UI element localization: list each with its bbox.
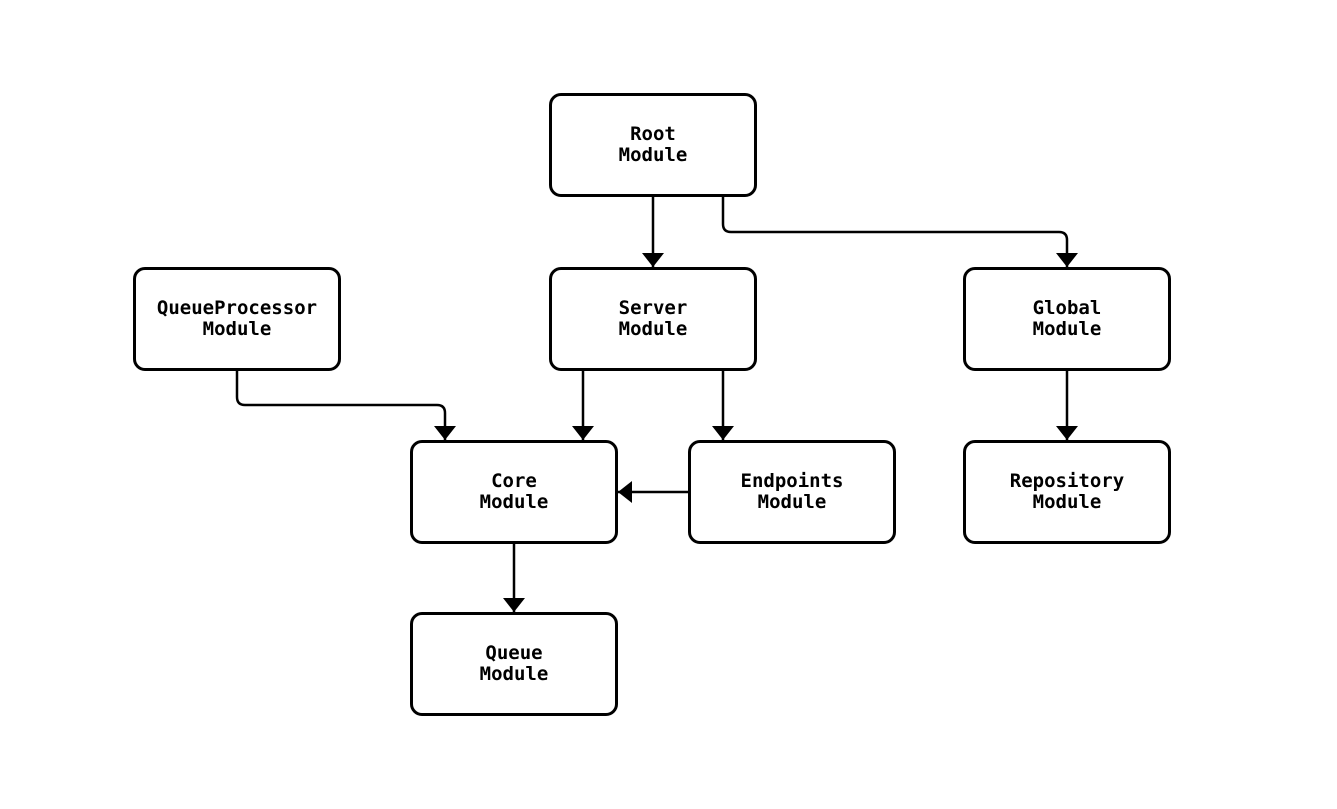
arrowhead-icon: [503, 598, 525, 612]
edge-core-to-queue: [503, 544, 525, 612]
module-node-global: Global Module: [963, 267, 1171, 371]
edge-queue-processor-to-core: [235, 371, 456, 440]
arrowhead-icon: [712, 426, 734, 440]
arrowhead-icon: [642, 253, 664, 267]
arrowhead-icon: [572, 426, 594, 440]
module-node-endpoints: Endpoints Module: [688, 440, 896, 544]
module-node-server: Server Module: [549, 267, 757, 371]
arrowhead-icon: [618, 481, 632, 503]
module-node-label-root: Root Module: [618, 123, 688, 166]
edge-root-to-global: [721, 197, 1078, 267]
module-node-queue: Queue Module: [410, 612, 618, 716]
edge-root-to-server: [642, 197, 664, 267]
module-node-root: Root Module: [549, 93, 757, 197]
edge-endpoints-to-core: [618, 481, 688, 503]
module-node-label-server: Server Module: [618, 297, 688, 340]
arrowhead-icon: [434, 426, 456, 440]
module-node-label-repository: Repository Module: [1009, 470, 1125, 513]
module-node-queue-processor: QueueProcessor Module: [133, 267, 341, 371]
module-node-label-global: Global Module: [1032, 297, 1102, 340]
arrowhead-icon: [1056, 426, 1078, 440]
edge-server-to-core: [572, 371, 594, 440]
module-node-label-endpoints: Endpoints Module: [740, 470, 844, 513]
module-node-core: Core Module: [410, 440, 618, 544]
module-node-repository: Repository Module: [963, 440, 1171, 544]
edge-global-to-repository: [1056, 371, 1078, 440]
arrowhead-icon: [1056, 253, 1078, 267]
module-node-label-queue-processor: QueueProcessor Module: [156, 297, 318, 340]
module-node-label-core: Core Module: [479, 470, 549, 513]
edge-server-to-endpoints: [712, 371, 734, 440]
module-node-label-queue: Queue Module: [479, 642, 549, 685]
